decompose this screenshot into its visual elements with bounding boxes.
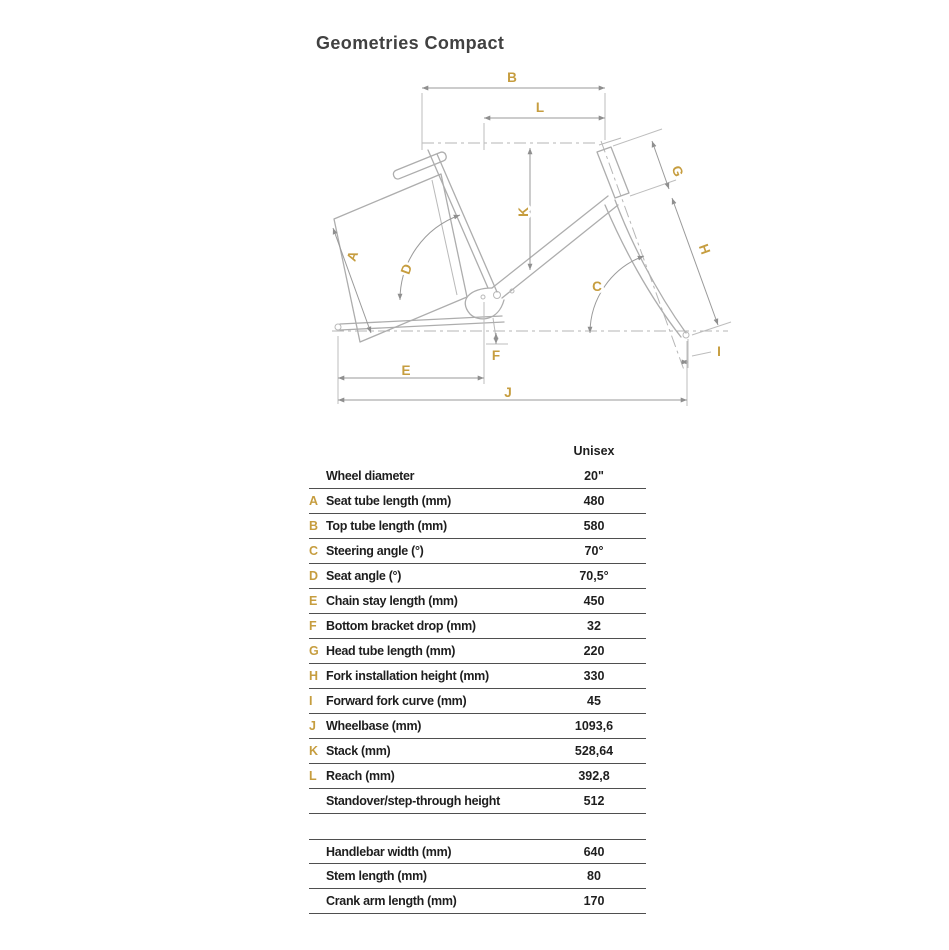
table-row: C Steering angle (°) 70° (309, 539, 646, 564)
row-letter: E (309, 594, 318, 608)
row-value: 170 (583, 894, 605, 908)
row-label: Fork installation height (mm) (326, 669, 489, 683)
dim-label-l: L (536, 100, 544, 115)
row-letter: C (309, 544, 318, 558)
row-value: 640 (583, 844, 605, 859)
row-letter: L (309, 769, 317, 783)
row-label: Bottom bracket drop (mm) (326, 619, 476, 633)
table-header-row: Unisex (309, 437, 646, 464)
row-letter: H (309, 669, 318, 683)
row-label: Stack (mm) (326, 744, 391, 758)
row-value: 70° (584, 544, 604, 558)
row-value: 32 (587, 619, 601, 633)
table-section-frame: Wheel diameter 20" A Seat tube length (m… (309, 464, 646, 814)
row-value: 70,5° (579, 569, 609, 583)
table-row: D Seat angle (°) 70,5° (309, 564, 646, 589)
table-section-components: Handlebar width (mm) 640 Stem length (mm… (309, 839, 646, 914)
table-row: J Wheelbase (mm) 1093,6 (309, 714, 646, 739)
dim-label-k: K (516, 207, 531, 217)
dimension-lines (332, 85, 732, 406)
row-letter: I (309, 694, 313, 708)
dim-label-f: F (492, 348, 500, 363)
center-lines (332, 140, 728, 371)
row-label: Seat angle (°) (326, 569, 402, 583)
row-value: 450 (583, 594, 605, 608)
dim-label-c: C (592, 279, 602, 294)
page-title: Geometries Compact (316, 33, 505, 53)
row-letter: K (309, 744, 318, 758)
row-label: Reach (mm) (326, 769, 395, 783)
table-row: Wheel diameter 20" (309, 464, 646, 489)
row-letter: B (309, 519, 318, 533)
row-letter: A (309, 494, 318, 508)
table-row: Crank arm length (mm) 170 (309, 889, 646, 914)
row-value: 392,8 (578, 769, 610, 783)
table-row: H Fork installation height (mm) 330 (309, 664, 646, 689)
row-value: 480 (583, 494, 605, 508)
table-row: A Seat tube length (mm) 480 (309, 489, 646, 514)
dimension-labels: B L K A D G H C F E J I (341, 68, 723, 403)
dim-label-a: A (344, 249, 362, 264)
row-letter: G (309, 644, 319, 658)
row-letter: D (309, 569, 318, 583)
table-row: Standover/step-through height 512 (309, 789, 646, 814)
table-row: Stem length (mm) 80 (309, 864, 646, 889)
frame-drawing (333, 137, 690, 343)
row-value: 512 (583, 794, 605, 808)
row-label: Head tube length (mm) (326, 644, 456, 658)
table-row: B Top tube length (mm) 580 (309, 514, 646, 539)
row-label: Handlebar width (mm) (326, 844, 452, 859)
row-label: Crank arm length (mm) (326, 894, 457, 908)
table-section-gap (309, 814, 646, 839)
dim-label-j: J (504, 385, 512, 400)
row-label: Standover/step-through height (326, 794, 500, 808)
row-value: 580 (583, 519, 605, 533)
geometry-diagram: B L K A D G H C F E J I (332, 68, 732, 406)
table-row: E Chain stay length (mm) 450 (309, 589, 646, 614)
dim-label-g: G (669, 164, 687, 179)
row-letter: F (309, 619, 317, 633)
row-value: 45 (587, 694, 601, 708)
row-letter: J (309, 719, 316, 733)
table-row: K Stack (mm) 528,64 (309, 739, 646, 764)
row-value: 528,64 (574, 744, 614, 758)
row-value: 80 (587, 869, 601, 883)
row-label: Steering angle (°) (326, 544, 424, 558)
row-label: Chain stay length (mm) (326, 594, 458, 608)
table-row: I Forward fork curve (mm) 45 (309, 689, 646, 714)
row-label: Seat tube length (mm) (326, 494, 451, 508)
row-label: Wheelbase (mm) (326, 719, 422, 733)
table-row: L Reach (mm) 392,8 (309, 764, 646, 789)
table-row: G Head tube length (mm) 220 (309, 639, 646, 664)
dim-label-b: B (507, 70, 517, 85)
row-value: 330 (583, 669, 605, 683)
dim-label-i: I (717, 344, 721, 359)
row-value: 20" (584, 469, 604, 483)
table-row: Handlebar width (mm) 640 (309, 839, 646, 864)
geometry-table: Unisex Wheel diameter 20" A Seat tube le… (309, 437, 646, 914)
row-value: 220 (583, 644, 605, 658)
row-label: Stem length (mm) (326, 869, 427, 883)
dim-label-h: H (696, 242, 713, 256)
row-label: Wheel diameter (326, 469, 415, 483)
column-header-unisex: Unisex (573, 443, 615, 458)
row-label: Forward fork curve (mm) (326, 694, 467, 708)
dim-label-d: D (398, 262, 416, 277)
row-value: 1093,6 (574, 719, 614, 733)
dim-label-e: E (401, 363, 410, 378)
table-row: F Bottom bracket drop (mm) 32 (309, 614, 646, 639)
row-label: Top tube length (mm) (326, 519, 447, 533)
